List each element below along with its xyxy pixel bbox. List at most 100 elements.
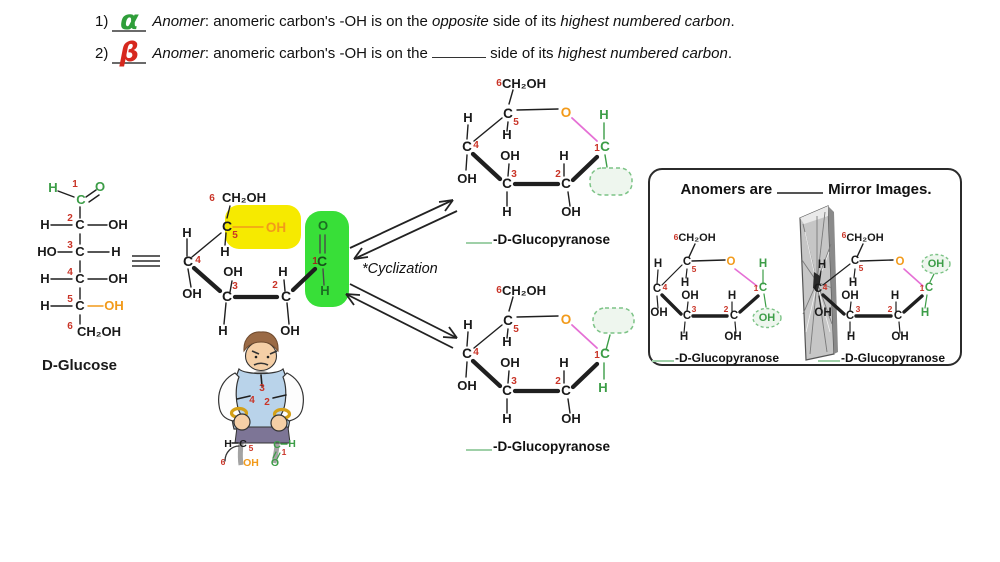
bond <box>466 331 469 347</box>
atom-label: C <box>561 383 571 398</box>
atom-label: H <box>818 259 826 271</box>
instruction-text-segment: opposite <box>432 13 489 30</box>
fill-in-blank <box>432 45 486 58</box>
atom-label: OH <box>841 290 858 302</box>
handwritten-beta-blank: β <box>112 39 147 66</box>
atom-label: 4 <box>473 140 479 151</box>
atom-label: O <box>561 105 572 120</box>
atom-label: H <box>847 331 855 343</box>
atom-label: O <box>95 179 105 194</box>
bond <box>605 334 611 351</box>
atom-label: H <box>320 283 329 298</box>
atom-label: 2 <box>888 304 893 314</box>
atom-label: H <box>40 217 49 232</box>
atom-label: 1 <box>594 350 600 361</box>
atom-label: 3 <box>692 304 697 314</box>
instruction-text-segment: side of its <box>486 45 558 62</box>
atom-label: 2 <box>724 304 729 314</box>
bond <box>683 321 686 334</box>
atom-label: H <box>921 307 929 319</box>
atom-label: CH₂OH <box>502 76 546 91</box>
atom-label: C <box>183 253 193 269</box>
atom-label: C <box>600 346 610 361</box>
bond <box>822 263 851 286</box>
atom-label: CH₂OH <box>222 190 266 205</box>
instruction-text-segment: . <box>727 45 732 62</box>
atom-label: 5 <box>67 294 73 305</box>
atom-label: C <box>894 310 902 322</box>
bond <box>466 124 469 140</box>
atom-label: H <box>502 411 511 426</box>
atom-label: 1 <box>312 256 318 267</box>
alpha-symbol: α <box>120 5 139 36</box>
equivalence-icon <box>132 255 160 267</box>
atom-label: C <box>503 313 513 328</box>
bond <box>290 266 318 293</box>
bond <box>604 154 608 168</box>
bond <box>260 374 263 387</box>
atom-label: OH <box>457 378 477 393</box>
instruction-line-2: 2) β Anomer: anomeric carbon's -OH is on… <box>95 39 732 66</box>
atom-label: H <box>849 277 857 289</box>
atom-label: 6 <box>496 285 502 296</box>
bond <box>738 294 760 314</box>
atom-label: OH <box>280 323 300 338</box>
bond <box>506 121 509 132</box>
atom-label: OH <box>759 312 776 324</box>
atom-label: H <box>680 331 688 343</box>
cyclization-label: *Cyclization <box>362 261 438 277</box>
atom-label: C <box>75 298 85 313</box>
atom-label: C <box>462 346 472 361</box>
atom-label: O <box>561 312 572 327</box>
handwritten-alpha-blank: α <box>112 7 147 34</box>
atom-label: CH₂OH <box>678 232 715 244</box>
atom-label: 5 <box>692 264 697 274</box>
atom-label: 5 <box>513 324 519 335</box>
glucopyranose-label-box-left: -D-Glucopyranose <box>652 350 779 365</box>
right-eyebrow <box>269 350 278 355</box>
bond <box>508 296 514 312</box>
answer-blank <box>466 439 492 451</box>
atom-label: 3 <box>511 169 517 180</box>
bond <box>223 302 227 325</box>
atom-label: 2 <box>264 397 270 408</box>
bond <box>473 324 503 349</box>
atom-label: C <box>503 106 513 121</box>
atom-label: 6 <box>496 78 502 89</box>
atom-label: H <box>463 110 472 125</box>
atom-label: CH₂OH <box>77 324 121 339</box>
bond <box>859 259 894 262</box>
bond <box>226 205 231 219</box>
atom-label: 2 <box>555 169 561 180</box>
atom-label: 6 <box>674 232 679 242</box>
atom-label: 3 <box>259 383 265 394</box>
atom-label: OH <box>500 148 520 163</box>
atom-label: 1 <box>920 283 925 293</box>
bond <box>224 232 227 246</box>
atom-label: H <box>48 180 57 195</box>
bond <box>470 151 503 182</box>
atom-label: H <box>111 244 120 259</box>
atom-label: H <box>759 258 767 270</box>
atom-label: C <box>502 383 512 398</box>
bond <box>660 293 683 316</box>
atom-label: 3 <box>67 240 73 251</box>
atom-label: 2 <box>67 213 73 224</box>
upper-equilibrium-arrow <box>349 199 458 260</box>
atom-label: 4 <box>473 347 479 358</box>
bond <box>924 294 928 309</box>
left-fist <box>233 413 251 431</box>
lower-equilibrium-arrow <box>345 283 458 349</box>
bond <box>516 315 559 318</box>
atom-label: OH <box>108 217 128 232</box>
bond <box>856 243 864 258</box>
atom-label: 4 <box>67 267 73 278</box>
atom-label: 3 <box>856 304 861 314</box>
atom-label: 2 <box>272 280 278 291</box>
atom-label: C <box>239 438 247 450</box>
